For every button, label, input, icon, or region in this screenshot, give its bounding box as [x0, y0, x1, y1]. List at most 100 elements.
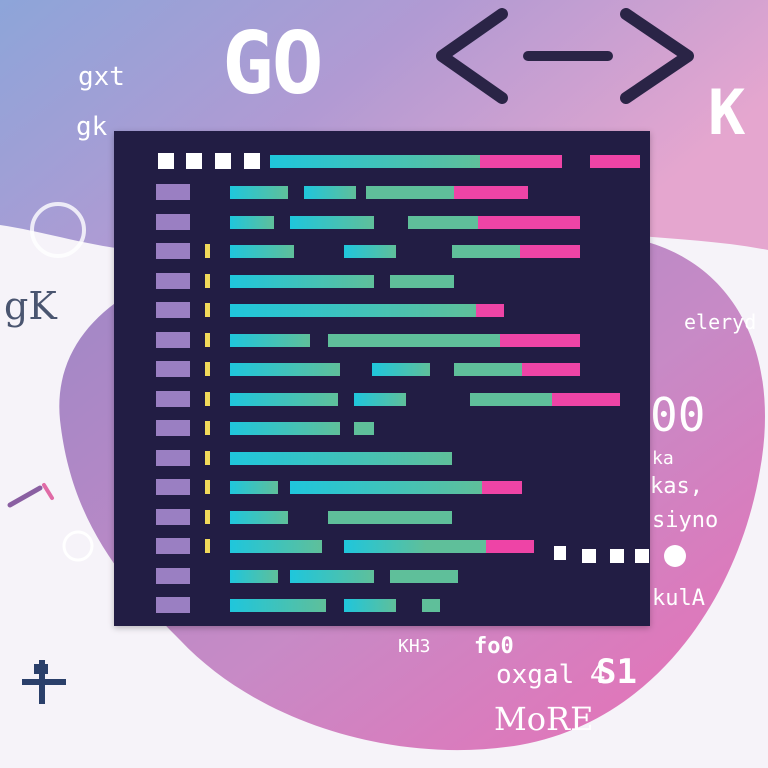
cursor-block-icon — [635, 549, 649, 563]
code-token — [344, 245, 396, 258]
change-marker — [205, 362, 210, 376]
code-token — [290, 481, 482, 494]
code-token — [230, 481, 278, 494]
code-token — [230, 451, 452, 465]
code-token — [470, 392, 552, 406]
code-token — [486, 540, 534, 553]
line-number-block — [156, 361, 190, 377]
code-token — [230, 274, 374, 288]
code-token — [390, 569, 458, 583]
code-token — [426, 540, 486, 553]
line-number-block — [156, 508, 190, 525]
code-token — [422, 599, 440, 612]
window-control-icon[interactable] — [186, 153, 202, 169]
change-marker — [205, 450, 210, 465]
code-token — [230, 599, 326, 612]
change-marker — [205, 273, 210, 288]
cursor-circle-icon — [664, 545, 686, 567]
line-number-block — [156, 213, 190, 230]
code-token — [476, 304, 504, 317]
glyph-right-5: siyno — [652, 508, 719, 533]
line-number-block — [156, 243, 190, 259]
change-marker — [205, 509, 210, 524]
line-number-block — [156, 272, 190, 289]
code-token — [520, 245, 580, 258]
glyph-right-6: kulA — [652, 586, 705, 611]
code-token — [452, 245, 520, 258]
line-number-block — [156, 479, 190, 495]
cursor-block-icon — [610, 549, 624, 563]
line-number-block — [156, 420, 190, 436]
code-token — [454, 186, 528, 199]
glyph-top-left-2: gk — [76, 112, 108, 142]
glyph-bottom-1: KH3 — [398, 636, 431, 657]
change-marker — [205, 303, 210, 317]
change-marker — [205, 391, 210, 406]
tab-bar — [270, 155, 480, 168]
window-control-icon[interactable] — [158, 153, 174, 169]
code-token — [372, 363, 430, 376]
change-marker — [205, 539, 210, 553]
tab-bar — [480, 155, 562, 168]
glyph-top-center: GO — [222, 14, 324, 114]
glyph-right-4: kas, — [650, 474, 703, 499]
glyph-bottom-5: MoRE — [494, 700, 594, 738]
line-number-block — [156, 331, 190, 348]
code-token — [354, 392, 406, 406]
code-token — [500, 333, 580, 347]
glyph-bottom-2: fo0 — [474, 634, 514, 659]
code-token — [230, 304, 476, 317]
code-token — [328, 333, 500, 347]
change-marker — [205, 421, 210, 435]
line-number-block — [156, 449, 190, 466]
glyph-top-left: gxt — [78, 62, 125, 92]
code-token — [522, 363, 580, 376]
line-number-block — [156, 538, 190, 554]
code-token — [230, 510, 288, 524]
glyph-right-1: eleryd — [684, 310, 757, 334]
code-token — [290, 569, 374, 583]
code-token — [230, 540, 322, 553]
code-token — [230, 245, 294, 258]
cursor-block-icon — [582, 549, 596, 563]
code-token — [344, 540, 426, 553]
change-marker — [205, 244, 210, 258]
cursor-block-icon — [554, 546, 566, 560]
glyph-bottom-3: oxgal 4 — [496, 660, 606, 690]
glyph-right-3: ka — [652, 448, 674, 469]
line-number-block — [156, 390, 190, 407]
change-marker — [205, 332, 210, 347]
code-brackets-icon — [436, 8, 694, 104]
code-token — [344, 599, 396, 612]
line-number-block — [156, 184, 190, 200]
code-token — [482, 481, 522, 494]
window-control-icon[interactable] — [244, 153, 260, 169]
glyph-bottom-4: S1 — [596, 652, 637, 692]
change-marker — [205, 480, 210, 494]
glyph-right-2: 00 — [650, 388, 706, 442]
code-token — [408, 215, 478, 229]
code-token — [230, 392, 338, 406]
code-editor-window — [114, 131, 686, 626]
code-token — [366, 186, 454, 199]
line-number-block — [156, 567, 190, 584]
code-token — [230, 215, 274, 229]
code-token — [478, 215, 580, 229]
line-number-block — [156, 302, 190, 318]
code-token — [354, 422, 374, 435]
code-token — [552, 392, 620, 406]
code-token — [230, 363, 340, 376]
line-number-block — [156, 597, 190, 613]
code-token — [304, 186, 356, 199]
code-token — [230, 422, 340, 435]
code-token — [230, 333, 310, 347]
code-token — [290, 215, 374, 229]
window-control-icon[interactable] — [215, 153, 231, 169]
code-token — [230, 569, 278, 583]
code-token — [328, 510, 452, 524]
code-token — [230, 186, 288, 199]
glyph-left-mid: gK — [4, 284, 57, 328]
glyph-top-right: K — [708, 76, 746, 149]
tab-bar — [590, 155, 640, 168]
code-token — [454, 363, 522, 376]
